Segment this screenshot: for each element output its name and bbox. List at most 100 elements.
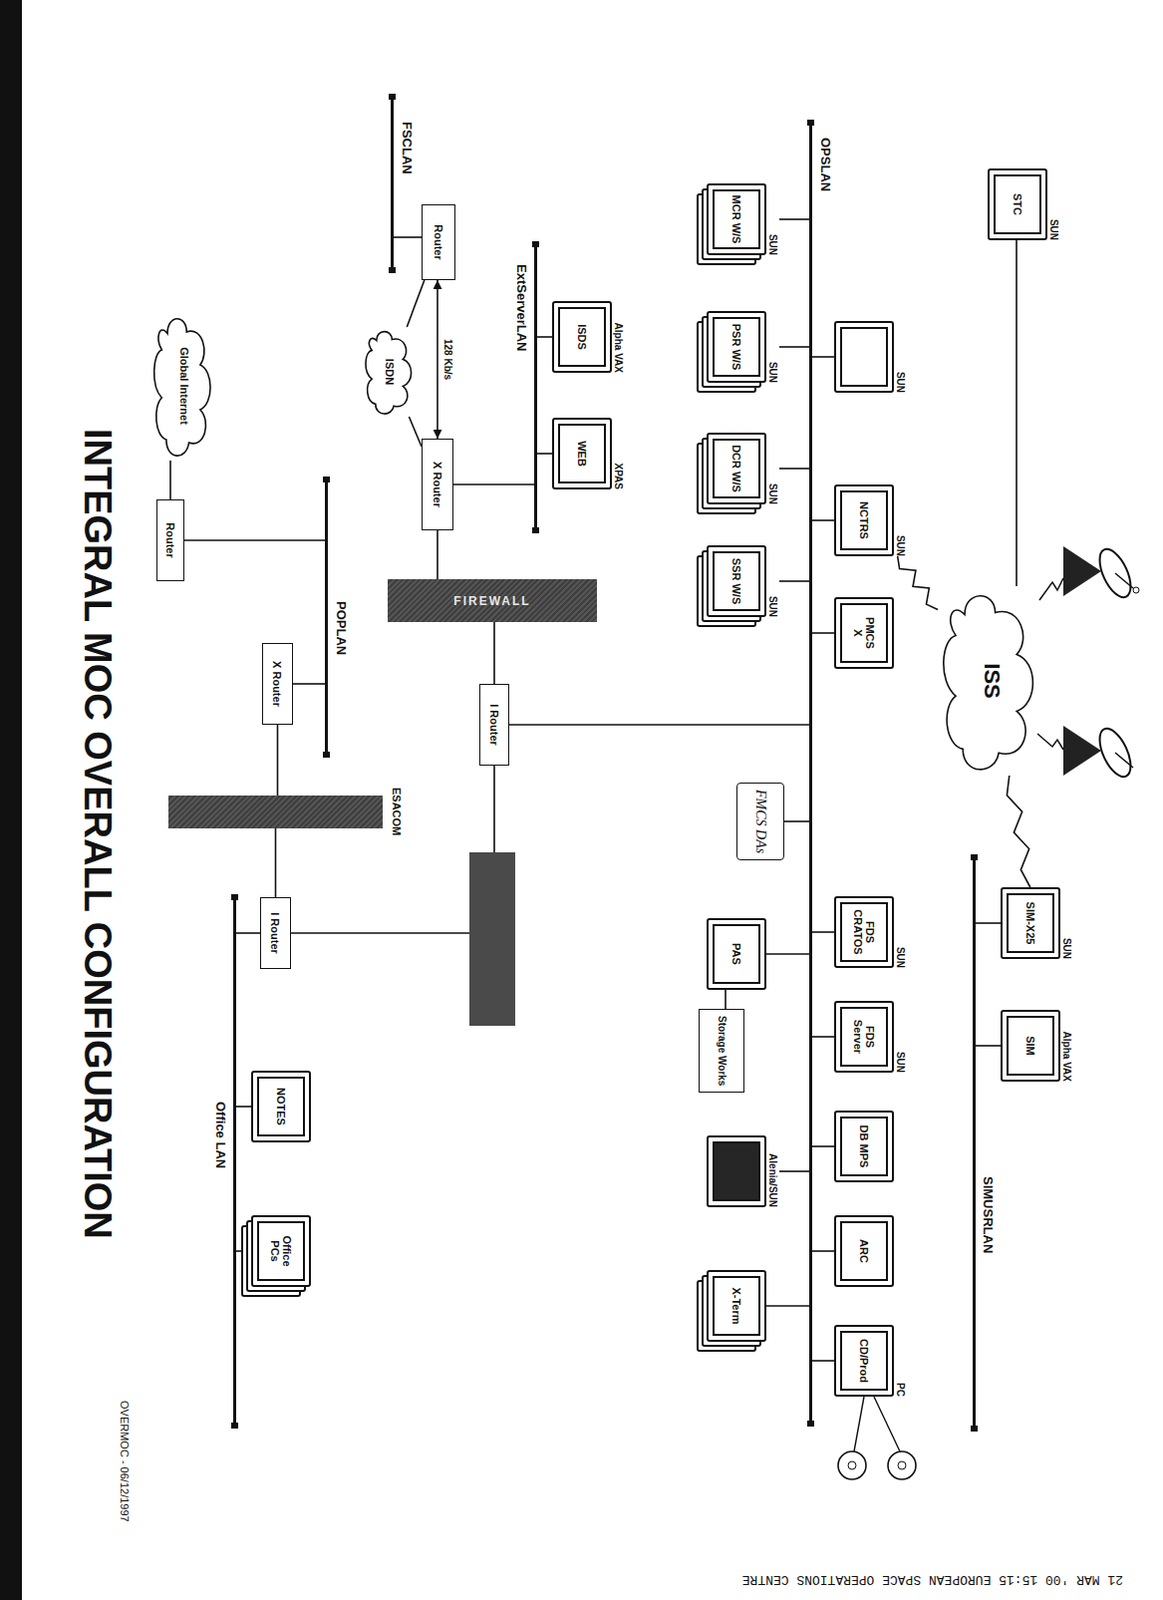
connector	[393, 236, 422, 239]
box-label: Router	[432, 224, 445, 260]
antenna-dish	[1063, 723, 1138, 781]
connector	[779, 1169, 810, 1172]
connector	[184, 539, 325, 542]
monitor-frame: DB MPS	[834, 1110, 894, 1182]
connector	[436, 530, 439, 580]
connector	[406, 280, 425, 327]
cloud-text: ISDN	[362, 326, 418, 417]
connector	[779, 218, 810, 221]
lan-name: OPSLAN	[818, 137, 834, 192]
connector	[975, 1044, 1001, 1047]
monitor-screen: SIM	[1006, 1015, 1055, 1076]
model-heading: SUN	[766, 545, 780, 617]
network-name: ISS	[978, 662, 1005, 698]
screen-label: CD/Prod	[858, 1338, 871, 1383]
model-heading: PC	[893, 1324, 907, 1397]
model-label: SUN	[767, 483, 779, 505]
model-heading: SUN	[1060, 886, 1074, 959]
screen-label: FDS CRATOS	[852, 905, 876, 958]
workstation: SUNDCR W/S	[706, 432, 780, 505]
bus-end	[322, 476, 330, 483]
connector	[812, 631, 835, 634]
monitor-frame: ISDS	[552, 300, 612, 373]
monitor-frame: MCR W/S	[706, 183, 767, 256]
model-label: SUN	[1048, 219, 1060, 241]
connector	[812, 1035, 835, 1038]
box-label: Router	[164, 522, 177, 558]
monitor-frame: SIM	[1000, 1009, 1061, 1082]
monitor-screen: Office PCs	[257, 1220, 305, 1281]
connector	[493, 621, 496, 684]
connector	[975, 921, 1001, 924]
router-box: X Router	[421, 438, 454, 531]
antenna-dish	[1063, 544, 1140, 601]
monitor-screen: SIM-X25	[1006, 892, 1055, 953]
connector	[436, 280, 439, 439]
workstation: SUNNCTRS	[834, 484, 907, 557]
workstation: Alpha VAX ISDS	[552, 300, 625, 373]
model-heading: XPAS	[611, 417, 625, 490]
bus-end	[970, 1425, 978, 1432]
monitor-frame: NCTRS	[834, 484, 894, 557]
screen-label: X-Term	[730, 1286, 743, 1324]
model-heading: Alenia/SUN	[766, 1135, 780, 1207]
dish-mount	[1063, 725, 1102, 776]
model-label: SUN	[767, 595, 779, 617]
monitor-frame: FDS Server	[834, 1000, 894, 1073]
network-name: Global Internet	[178, 346, 191, 425]
wire	[854, 1396, 900, 1452]
lan-bus: FSCLAN	[390, 96, 394, 271]
monitor-screen: PSR W/S	[712, 316, 761, 377]
connector	[812, 930, 835, 933]
model-label: Alpha VAX	[612, 322, 624, 373]
connector	[537, 452, 553, 455]
screen-label: PMCS	[864, 616, 876, 649]
disk	[887, 1451, 916, 1479]
monitor-frame: Office PCs	[251, 1214, 311, 1287]
connector	[169, 460, 172, 500]
workstation: PMCSX	[834, 596, 894, 669]
model-heading: SUN	[893, 1000, 907, 1073]
connector	[779, 345, 810, 348]
connector	[812, 1359, 835, 1362]
screen-label: Office PCs	[269, 1224, 293, 1277]
firewall-bar: FIREWALL	[387, 579, 597, 622]
cloud-shape	[943, 595, 1034, 770]
connector	[277, 724, 280, 796]
scan-edge	[0, 0, 22, 1600]
connector	[897, 556, 938, 609]
model-heading: SUN	[766, 183, 780, 256]
monitor-frame: STC	[987, 168, 1048, 241]
workstation: SUNFDS Server	[834, 1000, 907, 1073]
model-label: XPAS	[612, 463, 624, 491]
lan-name: ExtServerLAN	[514, 264, 530, 351]
workstation: SUNFDS CRATOS	[834, 895, 907, 968]
connector	[236, 931, 261, 934]
screen-label: ISDS	[576, 323, 588, 350]
workstation: Alpha VAXSIM	[1000, 1009, 1074, 1082]
lan-bus: OPSLAN	[809, 122, 813, 1424]
bar-label: ESACOM	[390, 787, 403, 836]
model-label: SUN	[894, 371, 906, 393]
monitor-screen: X-Term	[712, 1275, 761, 1336]
fax-header: 21 MAR '00 15:15 EUROPEAN SPACE OPERATIO…	[742, 1571, 1124, 1587]
dish-feed-tip	[1133, 586, 1140, 593]
workstation: SUNSTC	[987, 168, 1061, 241]
screen-label: SIM-X25	[1024, 901, 1037, 945]
storage-box: Storage Works	[698, 1008, 745, 1093]
monitor-frame	[706, 1135, 767, 1207]
connector	[812, 1249, 835, 1252]
monitor-screen: ARC	[840, 1220, 888, 1281]
connector	[275, 828, 278, 897]
box-label: Storage Works	[715, 1015, 728, 1086]
connector	[766, 952, 810, 955]
model-label: SUN	[767, 361, 779, 383]
model-heading: SUN	[766, 310, 780, 383]
wire	[290, 765, 495, 933]
monitor-frame: SIM-X25	[1000, 886, 1061, 959]
lan-bus: POPLAN	[324, 479, 328, 755]
workstation: XPASWEB	[552, 417, 625, 490]
lan-bus: SIMUSRLAN	[972, 857, 976, 1429]
workstation: Office PCs	[251, 1214, 311, 1287]
